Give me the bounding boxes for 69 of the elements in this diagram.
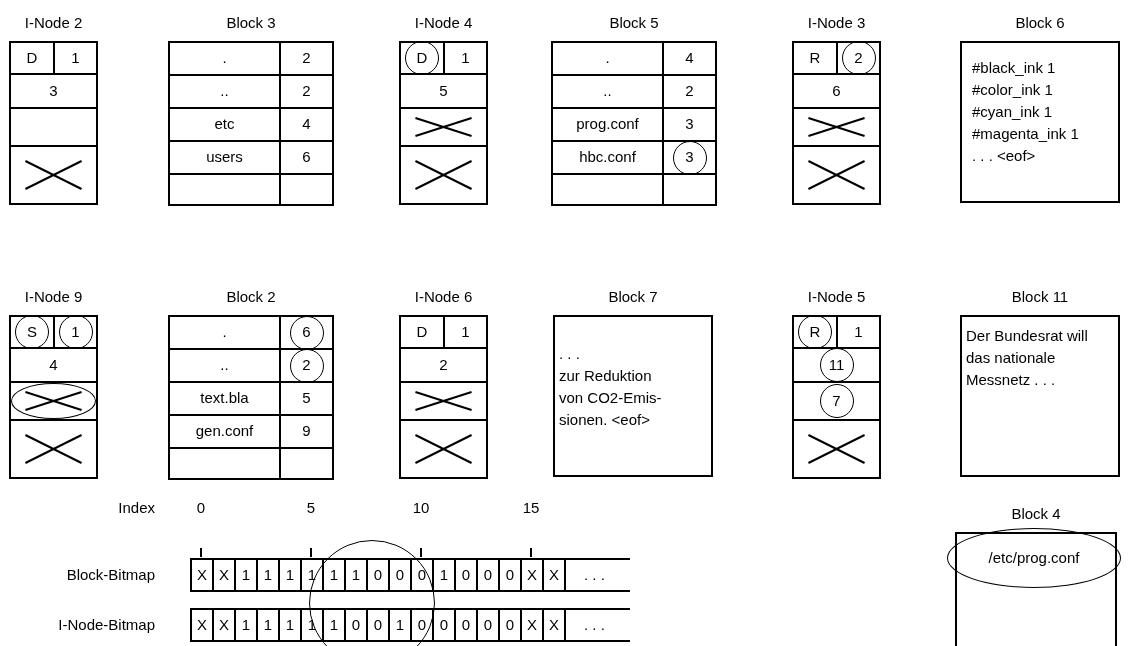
bit-cell: 0 — [390, 560, 412, 590]
box-heading: I-Node 9 — [23, 287, 84, 307]
box-heading: I-Node 6 — [413, 287, 474, 307]
box-heading: Block 6 — [1014, 13, 1066, 33]
bit-cell: X — [214, 560, 236, 590]
box-heading: I-Node 4 — [413, 13, 474, 33]
bit-cell: 1 — [280, 560, 302, 590]
bit-cell: 1 — [324, 560, 346, 590]
block-text: #color_ink 1 — [972, 80, 1054, 100]
bit-cell: 1 — [302, 610, 324, 640]
row-label: Block-Bitmap — [65, 565, 155, 585]
bit-cell: 1 — [346, 560, 368, 590]
bit-cell: 0 — [412, 560, 434, 590]
bit-cell: 1 — [434, 560, 456, 590]
bit-cell: 1 — [236, 610, 258, 640]
bitmap-row — [190, 608, 630, 642]
bit-cell: 0 — [434, 610, 456, 640]
bit-cell: 0 — [456, 610, 478, 640]
bit-cell: X — [192, 610, 214, 640]
bit-cell: 1 — [324, 610, 346, 640]
bit-cell: 0 — [456, 560, 478, 590]
bit-cell: X — [544, 610, 566, 640]
ellipsis-text: . . . — [584, 615, 605, 635]
block-text: #cyan_ink 1 — [972, 102, 1054, 122]
index-number: 15 — [521, 498, 541, 518]
bit-cell: 0 — [368, 560, 390, 590]
ellipsis-text: . . . — [584, 565, 605, 585]
bit-cell: 0 — [500, 560, 522, 590]
bit-cell: 0 — [368, 610, 390, 640]
box-heading: I-Node 2 — [23, 13, 84, 33]
bit-cell: 0 — [500, 610, 522, 640]
index-number: 0 — [195, 498, 207, 518]
index-number: 10 — [411, 498, 431, 518]
bit-cell: X — [522, 560, 544, 590]
box-heading: Block 4 — [1010, 504, 1062, 524]
bit-cell: 1 — [390, 610, 412, 640]
box-heading: I-Node 5 — [806, 287, 867, 307]
bit-cell: 1 — [236, 560, 258, 590]
bit-cell: 0 — [478, 560, 500, 590]
axis-label: Index — [117, 498, 155, 518]
bit-cell: X — [192, 560, 214, 590]
box-heading: Block 11 — [1010, 287, 1070, 307]
bit-cell: 0 — [346, 610, 368, 640]
block-text: #black_ink 1 — [972, 58, 1057, 78]
bit-cell: 0 — [478, 610, 500, 640]
block-text: von CO2-Emis- — [559, 388, 663, 408]
index-number: 5 — [305, 498, 317, 518]
box-heading: Block 7 — [607, 287, 659, 307]
box-heading: Block 5 — [608, 13, 660, 33]
bit-cell: X — [214, 610, 236, 640]
block-text: sionen. <eof> — [559, 410, 651, 430]
block-text: zur Reduktion — [559, 366, 653, 386]
bit-cell: 1 — [258, 560, 280, 590]
box-heading: Block 2 — [225, 287, 277, 307]
box-heading: I-Node 3 — [806, 13, 867, 33]
bit-cell: X — [544, 560, 566, 590]
bit-cell: 1 — [258, 610, 280, 640]
bit-cell: 1 — [280, 610, 302, 640]
block-text: Der Bundesrat will das nationale Messnetz . . . — [966, 326, 1089, 390]
bitmap-row — [190, 558, 630, 592]
bit-cell: 1 — [302, 560, 324, 590]
bit-cell: 0 — [412, 610, 434, 640]
block-text: . . . <eof> — [972, 146, 1037, 166]
block-text: . . . — [559, 344, 581, 364]
block-text: #magenta_ink 1 — [972, 124, 1080, 144]
bit-cell: X — [522, 610, 544, 640]
table-cell — [662, 140, 717, 175]
box-heading: Block 3 — [225, 13, 277, 33]
row-label: I-Node-Bitmap — [57, 615, 155, 635]
